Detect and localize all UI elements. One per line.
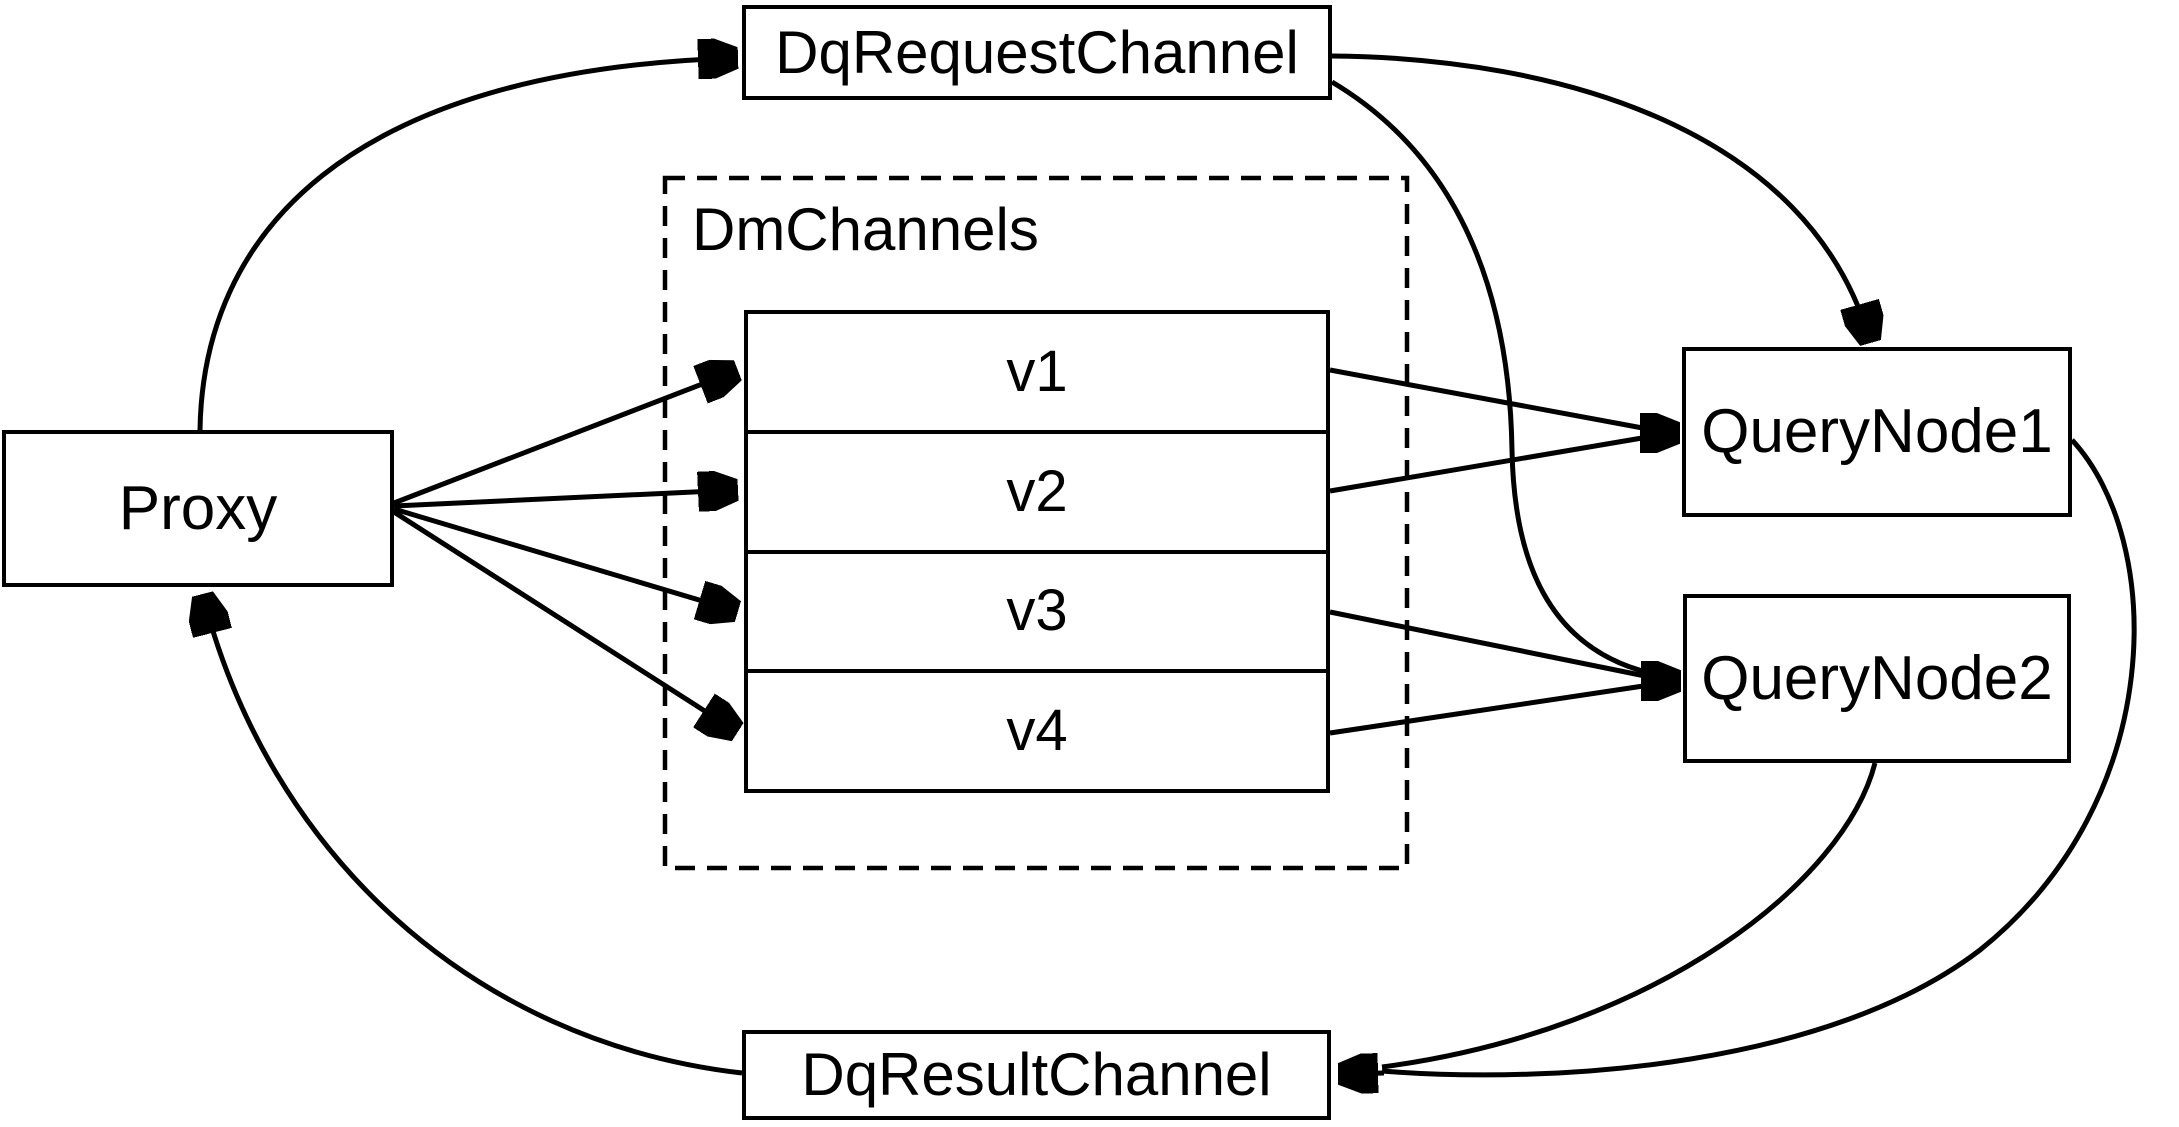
dm-channels-group-label: DmChannels xyxy=(692,196,1039,263)
dm-channel-row-v4: v4 xyxy=(748,669,1326,789)
edge-proxy-to-v4 xyxy=(392,509,736,731)
edge-querynode1-to-dqresultchannel xyxy=(1381,438,2137,1078)
edge-v2-to-querynode1 xyxy=(1329,434,1649,494)
node-querynode2-label: QueryNode2 xyxy=(1701,643,2053,713)
node-dqrequestchannel-label: DqRequestChannel xyxy=(775,18,1299,86)
node-querynode2: QueryNode2 xyxy=(1683,594,2071,763)
node-querynode1: QueryNode1 xyxy=(1682,347,2072,517)
edge-dqrequestchannel-to-querynode1 xyxy=(1331,53,1870,341)
dm-channel-label: v2 xyxy=(1006,458,1068,524)
dm-channel-label: v1 xyxy=(1006,338,1068,404)
edge-v1-to-querynode1 xyxy=(1329,367,1649,432)
edge-v4-to-querynode2 xyxy=(1329,682,1651,736)
dm-channel-row-v3: v3 xyxy=(748,549,1326,670)
edge-dqrequestchannel-to-querynode2 xyxy=(1330,79,1651,676)
edge-proxy-to-dqrequestchannel xyxy=(197,58,736,431)
dm-channel-label: v3 xyxy=(1006,578,1068,644)
dm-channel-row-v1: v1 xyxy=(748,314,1326,430)
node-querynode1-label: QueryNode1 xyxy=(1701,397,2053,466)
edge-proxy-to-v1 xyxy=(393,371,736,506)
edge-querynode2-to-dqresultchannel xyxy=(1381,762,1878,1070)
dm-channel-label: v4 xyxy=(1006,698,1068,764)
arrow-into-dqresultchannel xyxy=(1340,1073,1385,1074)
edge-v3-to-querynode2 xyxy=(1329,609,1651,680)
edge-dqresultchannel-to-proxy xyxy=(203,596,743,1076)
edge-proxy-to-v2 xyxy=(393,490,736,506)
dm-channel-row-v2: v2 xyxy=(748,429,1326,550)
node-dqresultchannel-label: DqResultChannel xyxy=(801,1041,1272,1108)
edge-proxy-to-v3 xyxy=(393,506,736,611)
node-proxy-label: Proxy xyxy=(118,473,278,543)
node-proxy: Proxy xyxy=(2,430,394,587)
node-dqrequestchannel: DqRequestChannel xyxy=(742,5,1332,100)
dm-channels-dashed-border xyxy=(662,175,1410,871)
node-dm-channel-stack: v1 v2 v3 v4 xyxy=(744,310,1330,793)
node-dqresultchannel: DqResultChannel xyxy=(742,1030,1331,1120)
